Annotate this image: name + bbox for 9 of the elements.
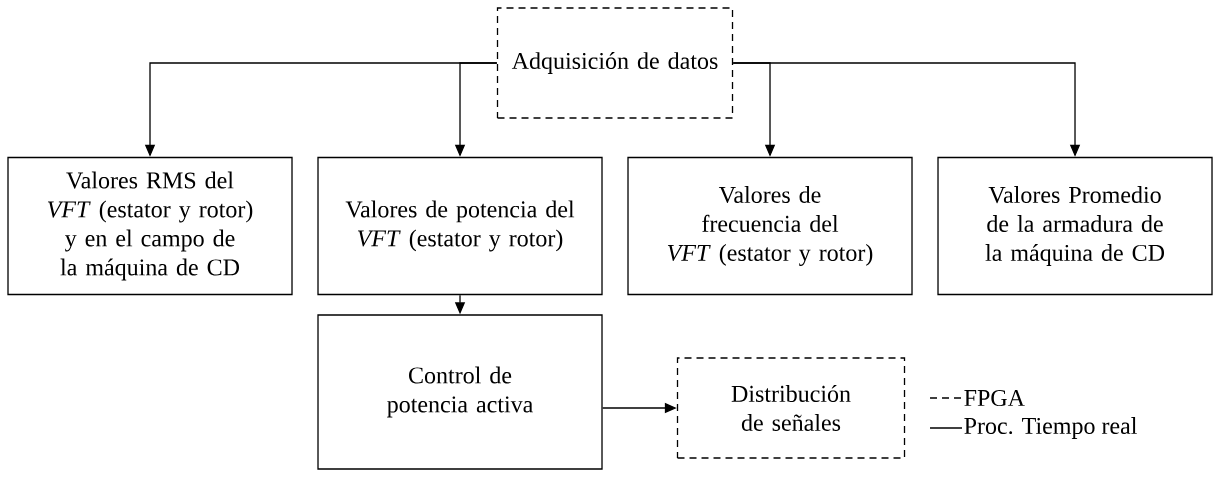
- process-box: Adquisición de datos: [496, 7, 734, 119]
- legend-item: FPGA: [929, 389, 1025, 407]
- process-box: Distribución de señales: [676, 357, 906, 459]
- process-box: Valores Promedio de la armadura de la máquina de CD: [937, 156, 1213, 296]
- process-box: Control de potencia activa: [317, 314, 603, 470]
- process-box: Valores RMS del VFT (estator y rotor) y en el campo de la máquina de CD: [7, 156, 293, 296]
- process-box: Valores de potencia del VFT (estator y rotor): [317, 156, 603, 296]
- process-box: Valores de frecuencia del VFT (estator y rotor): [627, 156, 913, 296]
- legend-item: Proc. Tiempo real: [929, 417, 1137, 439]
